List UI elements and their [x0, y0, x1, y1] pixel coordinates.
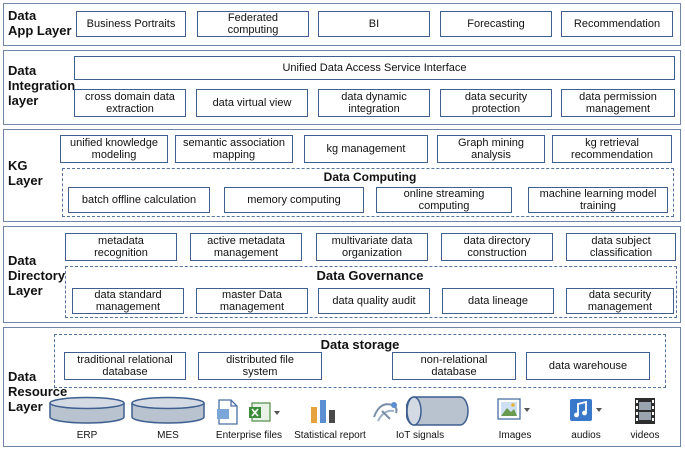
governance-item-data-quality-audit: data quality audit [318, 288, 430, 314]
integration-item-data-dynamic-integration: data dynamic integration [318, 89, 430, 117]
storage-item-traditional-relational-db: traditional relational database [64, 352, 186, 380]
source-label-statistical-report: Statistical report [294, 430, 366, 441]
computing-item-online-streaming: online streaming computing [376, 187, 512, 213]
source-label-mes: MES [157, 430, 179, 441]
source-label-images: Images [498, 430, 532, 441]
data-computing-group [62, 168, 674, 217]
source-label-enterprise-files: Enterprise files [215, 430, 283, 441]
computing-item-batch-offline: batch offline calculation [68, 187, 210, 213]
data-computing-title: Data Computing [323, 170, 417, 184]
source-label-erp: ERP [76, 430, 98, 441]
governance-item-data-security-management: data security management [566, 288, 674, 314]
app-item-federated-computing: Federated computing [197, 11, 309, 37]
data-resource-layer-title: Data Resource Layer [8, 369, 68, 414]
unified-data-access-interface: Unified Data Access Service Interface [74, 56, 675, 80]
audio-file-icon [568, 397, 604, 423]
governance-item-master-data-management: master Data management [196, 288, 308, 314]
kg-item-kg-retrieval-recommendation: kg retrieval recommendation [552, 135, 672, 163]
directory-item-metadata-recognition: metadata recognition [65, 233, 177, 261]
app-item-recommendation: Recommendation [561, 11, 673, 37]
data-app-layer-title: Data App Layer [8, 8, 72, 38]
directory-item-active-metadata-management: active metadata management [190, 233, 302, 261]
video-file-icon [632, 397, 658, 425]
source-label-audios: audios [571, 430, 601, 441]
directory-item-data-subject-classification: data subject classification [566, 233, 676, 261]
iot-signal-cylinder-icon [406, 393, 470, 429]
governance-item-data-lineage: data lineage [442, 288, 554, 314]
image-file-icon [496, 397, 532, 423]
storage-item-distributed-file-system: distributed file system [198, 352, 322, 380]
computing-item-ml-model-training: machine learning model training [528, 187, 668, 213]
computing-item-memory: memory computing [224, 187, 364, 213]
kg-item-semantic-association-mapping: semantic association mapping [175, 135, 293, 163]
iot-signal-icon [370, 397, 404, 425]
kg-item-kg-management: kg management [304, 135, 428, 163]
governance-item-data-standard-management: data standard management [72, 288, 184, 314]
data-governance-title: Data Governance [316, 268, 424, 283]
spreadsheet-file-icon [248, 401, 282, 423]
app-item-forecasting: Forecasting [440, 11, 552, 37]
bar-chart-report-icon [308, 397, 338, 425]
integration-item-data-security-protection: data security protection [440, 89, 552, 117]
app-item-business-portraits: Business Portraits [76, 11, 186, 37]
integration-item-cross-domain-extraction: cross domain data extraction [74, 89, 186, 117]
kg-item-graph-mining-analysis: Graph mining analysis [437, 135, 545, 163]
integration-item-data-permission-management: data permission management [561, 89, 675, 117]
source-label-iot-signals: IoT signals [395, 430, 445, 441]
data-integration-layer-title: Data Integration layer [8, 63, 76, 108]
integration-item-data-virtual-view: data virtual view [196, 89, 308, 117]
storage-item-non-relational-db: non-relational database [392, 352, 516, 380]
data-storage-title: Data storage [320, 337, 400, 352]
directory-item-multivariate-data-organization: multivariate data organization [316, 233, 428, 261]
data-storage-group [54, 334, 666, 388]
kg-item-unified-knowledge-modeling: unified knowledge modeling [60, 135, 168, 163]
storage-item-data-warehouse: data warehouse [526, 352, 650, 380]
mes-database-icon [130, 396, 206, 426]
erp-database-icon [48, 396, 126, 426]
document-file-icon [216, 399, 240, 425]
app-item-bi: BI [318, 11, 430, 37]
source-label-videos: videos [630, 430, 660, 441]
data-directory-layer-title: Data Directory Layer [8, 253, 66, 298]
kg-layer-title: KG Layer [8, 158, 43, 188]
data-governance-group [65, 266, 677, 318]
directory-item-data-directory-construction: data directory construction [441, 233, 553, 261]
